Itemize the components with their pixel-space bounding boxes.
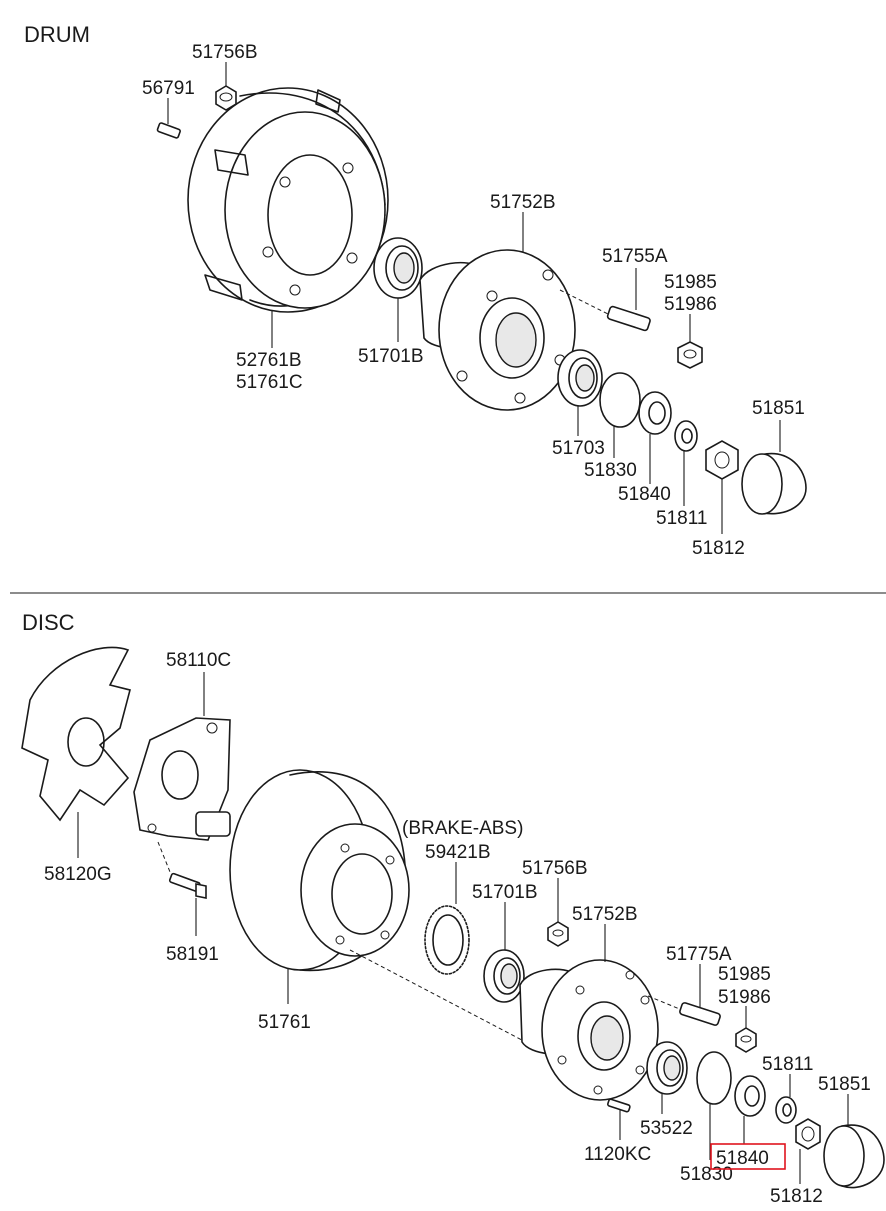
bearing-51701B-disc-part[interactable]: [483, 949, 525, 1003]
label-brake-abs[interactable]: (BRAKE-ABS): [402, 818, 523, 839]
label-51756B-drum[interactable]: 51756B: [192, 42, 258, 63]
label-58191[interactable]: 58191: [166, 944, 219, 965]
hub-51752B-drum-part[interactable]: [419, 249, 576, 411]
label-59421B[interactable]: 59421B: [425, 842, 491, 863]
label-51840-disc[interactable]: 51840: [716, 1148, 769, 1169]
abs-ring-59421B-part[interactable]: [424, 905, 470, 975]
cap-51851-drum-part[interactable]: [741, 452, 807, 515]
label-51701B-disc[interactable]: 51701B: [472, 882, 538, 903]
washer-51811-disc-part[interactable]: [775, 1096, 797, 1124]
label-51761C[interactable]: 51761C: [236, 372, 303, 393]
guide-51755A: [559, 289, 613, 317]
label-51986-drum[interactable]: 51986: [664, 294, 717, 315]
nut-51985-disc-part[interactable]: [735, 1027, 757, 1053]
ring-51830-drum-part[interactable]: [599, 372, 641, 428]
washer-51840-drum-part[interactable]: [638, 391, 672, 435]
label-51752B-disc[interactable]: 51752B: [572, 904, 638, 925]
ring-51830-disc-part[interactable]: [696, 1051, 732, 1105]
label-51986-disc[interactable]: 51986: [718, 987, 771, 1008]
label-51755A[interactable]: 51755A: [602, 246, 668, 267]
nut-51985-part[interactable]: [677, 341, 703, 369]
label-51775A[interactable]: 51775A: [666, 944, 732, 965]
label-51703[interactable]: 51703: [552, 438, 605, 459]
stud-51775A-part[interactable]: [647, 995, 721, 1026]
bracket-58110C-part[interactable]: [133, 717, 231, 841]
label-51812-drum[interactable]: 51812: [692, 538, 745, 559]
label-51851-drum[interactable]: 51851: [752, 398, 805, 419]
bolt-1120KC-part[interactable]: [607, 1098, 631, 1113]
label-58110C[interactable]: 58110C: [166, 650, 231, 671]
label-51985-disc[interactable]: 51985: [718, 964, 771, 985]
hub-51752B-disc-part[interactable]: [519, 959, 659, 1101]
brake-drum-part[interactable]: [187, 87, 389, 313]
label-51761[interactable]: 51761: [258, 1012, 311, 1033]
label-51830-drum[interactable]: 51830: [584, 460, 637, 481]
washer-51811-drum-part[interactable]: [674, 420, 698, 452]
label-51851-disc[interactable]: 51851: [818, 1074, 871, 1095]
section-title-disc: DISC: [22, 610, 75, 635]
label-51756B-disc[interactable]: 51756B: [522, 858, 588, 879]
nut-51756B-part[interactable]: [215, 85, 237, 111]
label-56791[interactable]: 56791: [142, 78, 195, 99]
brake-disc-51761-part[interactable]: [229, 769, 410, 972]
nut-51812-disc-part[interactable]: [795, 1118, 821, 1150]
washer-51840-disc-part[interactable]: [734, 1075, 766, 1117]
stud-56791-part[interactable]: [156, 122, 181, 139]
label-53522[interactable]: 53522: [640, 1118, 693, 1139]
label-51811-drum[interactable]: 51811: [656, 508, 707, 529]
label-51701B-drum[interactable]: 51701B: [358, 346, 424, 367]
dust-shield-58120G-part[interactable]: [21, 646, 131, 822]
label-58120G[interactable]: 58120G: [44, 864, 112, 885]
bearing-51701B-drum-part[interactable]: [373, 237, 423, 299]
cap-51851-disc-part[interactable]: [823, 1124, 885, 1189]
label-51811-disc[interactable]: 51811: [762, 1054, 813, 1075]
nut-51756B-disc-part[interactable]: [547, 921, 569, 947]
label-52761B[interactable]: 52761B: [236, 350, 302, 371]
stud-51755A-part[interactable]: [606, 305, 651, 332]
label-51812-disc[interactable]: 51812: [770, 1186, 823, 1207]
label-51752B-drum[interactable]: 51752B: [490, 192, 556, 213]
highlight-box-51840: [710, 1143, 786, 1170]
section-title-drum: DRUM: [24, 22, 90, 47]
nut-51812-drum-part[interactable]: [705, 440, 739, 480]
bearing-53522-part[interactable]: [646, 1041, 688, 1095]
label-1120KC[interactable]: 1120KC: [584, 1144, 651, 1165]
bolt-58191-part[interactable]: [157, 841, 207, 899]
label-51840-drum[interactable]: 51840: [618, 484, 671, 505]
bearing-51703-part[interactable]: [557, 349, 603, 407]
label-51985-drum[interactable]: 51985: [664, 272, 717, 293]
